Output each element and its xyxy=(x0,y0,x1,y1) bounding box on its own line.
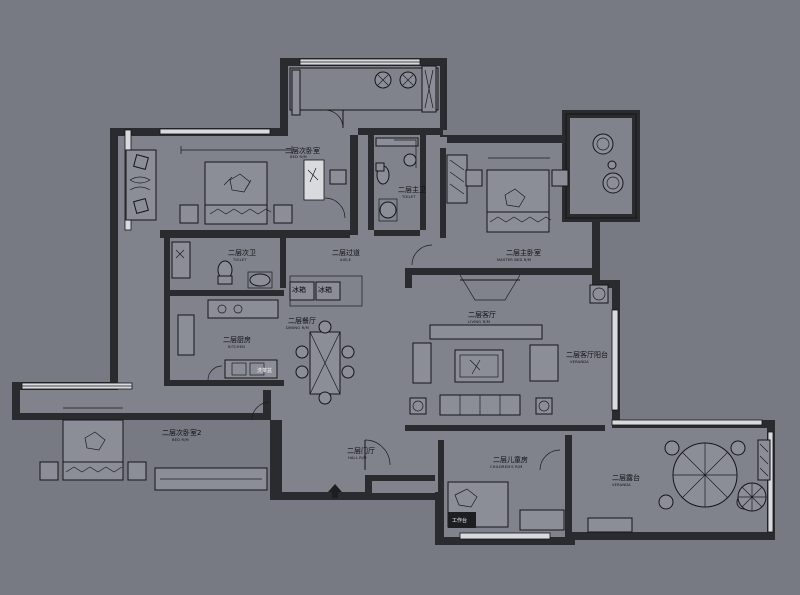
room-labels: 二层次卧室 BED R/M 二层主卫 TOILET 二层主卧室 MASTER B… xyxy=(162,146,640,524)
room-label-children-en: CHILDREN'S R/M xyxy=(490,465,523,469)
room-label-kitchen-en: KITCHEN xyxy=(228,345,245,349)
room-label-master-bedroom-en: MASTER BED R/M xyxy=(497,258,531,262)
room-label-bedroom-2b: 二层次卧室2 xyxy=(162,428,201,437)
room-label-living-en: LIVING R/M xyxy=(468,320,490,324)
tag-children-desk: 工作台 xyxy=(452,517,467,524)
tag-kitchen-sink: 洗菜盆 xyxy=(257,367,272,374)
room-label-hall-en: HALL R/M xyxy=(348,456,367,460)
dining-furniture xyxy=(295,320,355,405)
room-label-living-veranda: 二层客厅阳台 xyxy=(566,350,608,359)
room-label-living: 二层客厅 xyxy=(468,310,496,319)
bedroom-2a-furniture xyxy=(125,146,347,225)
room-label-bedroom-2b-en: BED R/M xyxy=(172,438,189,442)
room-label-aisle: 二层过道 xyxy=(332,248,360,257)
room-label-children: 二层儿童房 xyxy=(493,455,528,464)
room-label-bath-2-en: TOILET xyxy=(401,195,416,199)
room-label-terrace: 二层露台 xyxy=(612,473,640,482)
appliance-label-washer: 冰箱 xyxy=(318,285,332,294)
master-bath-furniture xyxy=(375,137,419,222)
room-label-living-veranda-en: VERANDA xyxy=(570,360,589,364)
living-furniture xyxy=(409,274,609,416)
room-label-bath-2b: 二层次卫 xyxy=(228,248,256,257)
room-label-terrace-en: VERANDA xyxy=(612,483,631,487)
room-label-bedroom-2a-en: BED R/M xyxy=(290,155,307,159)
room-label-aisle-en: AISLE xyxy=(340,258,352,262)
room-label-bath-2: 二层主卫 xyxy=(398,185,426,194)
interior-walls xyxy=(160,128,605,540)
master-bedroom-furniture xyxy=(411,154,569,266)
master-balcony xyxy=(562,110,640,222)
appliance-label-fridge: 冰箱 xyxy=(292,285,306,294)
bath-2b-furniture xyxy=(171,241,363,307)
room-label-master-bedroom: 二层主卧室 xyxy=(506,248,541,257)
room-label-bath-2b-en: TOILET xyxy=(232,258,247,262)
room-label-bedroom-2a: 二层次卧室 xyxy=(285,146,320,155)
room-label-kitchen: 二层厨房 xyxy=(223,335,251,344)
room-label-hall: 二层门厅 xyxy=(347,446,375,455)
bedroom-2b-furniture xyxy=(39,401,271,491)
top-room xyxy=(289,65,439,129)
room-label-dining: 二层餐厅 xyxy=(288,316,316,325)
kitchen-furniture xyxy=(177,299,279,381)
room-label-dining-en: DINING R/M xyxy=(286,326,309,330)
hall-children-terrace-furniture xyxy=(328,439,771,533)
